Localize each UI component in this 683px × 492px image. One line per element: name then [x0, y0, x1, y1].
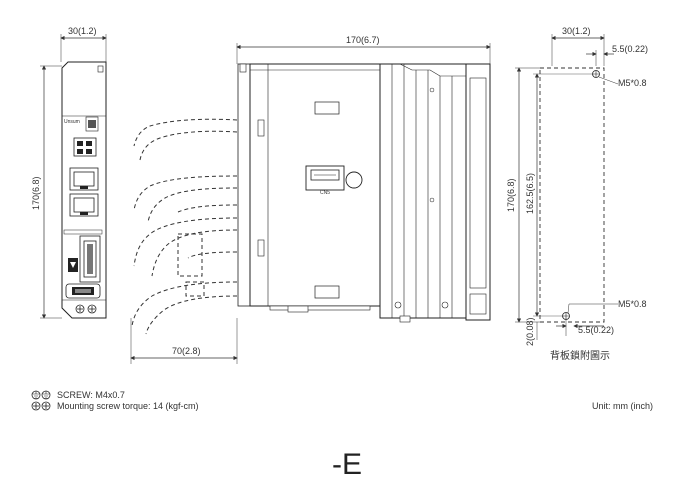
screw-note: SCREW: M4x0.7	[57, 390, 125, 400]
torque-note: Mounting screw torque: 14 (kgf-cm)	[57, 401, 199, 411]
cable-length-dim: 70(2.8)	[172, 346, 201, 356]
front-view: 30(1.2) 170(6.8) Unsum	[31, 26, 107, 319]
back-width-dim: 30(1.2)	[562, 26, 591, 36]
back-screw-bottom: M5*0.8	[618, 299, 647, 309]
unit-note: Unit: mm (inch)	[591, 401, 653, 411]
model-suffix: -E	[332, 448, 362, 481]
back-height-dim: 170(6.8)	[506, 178, 516, 212]
back-bottom-offset: 5.5(0.22)	[578, 325, 614, 335]
front-height-dim: 170(6.8)	[31, 176, 41, 210]
back-screw-top: M5*0.8	[618, 78, 647, 88]
ground-symbols	[31, 390, 51, 411]
front-panel-text: Unsum	[64, 119, 80, 125]
back-inner-height: 162.5(6.5)	[525, 173, 535, 214]
side-connector-label: CN5	[320, 190, 330, 196]
back-caption: 背板鎖附圖示	[550, 349, 610, 362]
side-view: 170(6.7) CN5	[130, 35, 491, 364]
back-view: 30(1.2) 5.5(0.22) M5*0.8 M5*0.8 170(6.8)…	[506, 26, 648, 362]
back-top-offset: 5.5(0.22)	[612, 44, 648, 54]
side-width-dim: 170(6.7)	[346, 35, 380, 45]
front-width-dim: 30(1.2)	[68, 26, 97, 36]
back-bottom-margin: 2(0.08)	[525, 317, 535, 346]
